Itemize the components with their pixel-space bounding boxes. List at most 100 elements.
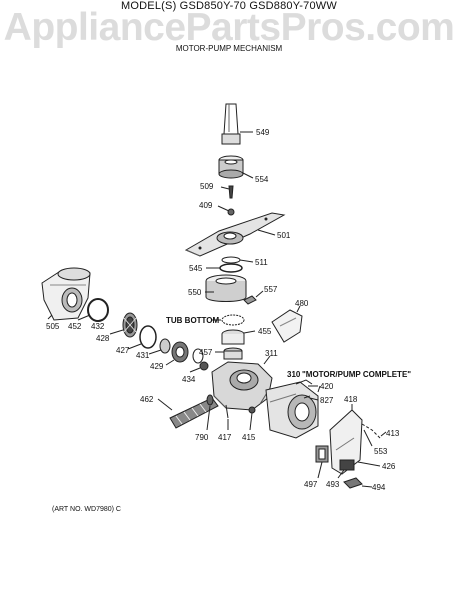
part-554-collar [218, 155, 244, 179]
leader-455 [243, 330, 256, 334]
leader-493 [337, 469, 345, 479]
callout-554: 554 [255, 175, 269, 184]
callout-310: 310 [287, 370, 301, 379]
part-509-pin [228, 185, 234, 199]
callout-480: 480 [295, 299, 309, 308]
leader-480 [296, 305, 301, 313]
leader-409 [217, 205, 230, 212]
leader-553 [363, 429, 373, 447]
part-428-impeller [122, 312, 138, 338]
callout-509: 509 [200, 182, 214, 191]
callout-431: 431 [136, 351, 150, 360]
part-tub-bottom-ring [221, 314, 245, 326]
tub-bottom-label: TUB BOTTOM [166, 316, 220, 325]
part-480-cover [271, 309, 303, 343]
leader-452 [77, 314, 91, 321]
part-409-nut [227, 208, 235, 216]
part-427-seal [139, 325, 157, 349]
callout-417: 417 [218, 433, 232, 442]
part-452-clamp [87, 298, 109, 322]
part-310-pump-body [211, 361, 273, 411]
part-549-upper-tube [221, 103, 241, 145]
part-493-relay [339, 459, 355, 471]
callout-427: 427 [116, 346, 130, 355]
callout-505: 505 [46, 322, 60, 331]
callout-311: 311 [265, 349, 278, 358]
leader-413 [380, 431, 387, 437]
callout-545: 545 [189, 264, 203, 273]
callout-493: 493 [326, 480, 340, 489]
callout-497: 497 [304, 480, 318, 489]
part-827-clip [303, 395, 311, 399]
part-434-seal [192, 348, 209, 371]
leader-311 [263, 355, 271, 365]
callout-452: 452 [68, 322, 82, 331]
part-790-clamp [206, 394, 214, 406]
callout-409: 409 [199, 201, 213, 210]
leader-431 [148, 349, 162, 355]
callout-418: 418 [344, 395, 358, 404]
callout-457: 457 [199, 348, 213, 357]
part-417-screw [225, 404, 229, 419]
callout-432: 432 [91, 322, 105, 331]
callout-549: 549 [256, 128, 270, 137]
leader-428 [109, 329, 124, 335]
leader-505 [47, 314, 53, 320]
diagram-subtitle: MOTOR-PUMP MECHANISM [175, 44, 283, 53]
part-494-block [343, 477, 363, 489]
part-511-ring [221, 256, 241, 264]
leader-434 [189, 367, 201, 373]
part-457-cap [223, 347, 243, 360]
part-557-clip [243, 295, 257, 305]
leader-790 [206, 405, 211, 431]
callout-494: 494 [372, 483, 386, 492]
part-420-wire [295, 379, 313, 385]
callout-553: 553 [374, 447, 388, 456]
leader-497 [317, 461, 323, 479]
part-505-inlet-housing [41, 267, 91, 321]
part-545-gasket [219, 263, 243, 273]
callout-429: 429 [150, 362, 164, 371]
part-429-bearing [171, 341, 189, 363]
callout-462: 462 [140, 395, 154, 404]
part-462-hose [169, 397, 219, 429]
part-455-sleeve [221, 329, 245, 345]
callout-790: 790 [195, 433, 209, 442]
leader-429 [165, 359, 175, 366]
leader-427 [127, 343, 142, 350]
callout-413: 413 [386, 429, 400, 438]
leader-415 [249, 412, 253, 431]
leader-511 [239, 259, 254, 263]
part-550-housing [205, 274, 247, 302]
part-415-grommet [248, 406, 256, 414]
part-431-washer [159, 338, 171, 354]
leader-557 [255, 290, 264, 298]
part-motor [265, 381, 319, 439]
leader-554 [242, 172, 254, 179]
callout-428: 428 [96, 334, 110, 343]
part-413-dashed [361, 423, 381, 439]
leader-310 [317, 385, 321, 393]
watermark-text: AppliancePartsPros.com [3, 6, 455, 49]
callout-420: 420 [320, 382, 334, 391]
model-title: MODEL(S) GSD850Y-70 GSD880Y-70WW [121, 0, 337, 12]
callout-827: 827 [320, 396, 334, 405]
callout-501: 501 [277, 231, 291, 240]
motor-pump-complete-label: "MOTOR/PUMP COMPLETE" [302, 370, 411, 379]
callout-511: 511 [255, 258, 268, 267]
callout-415: 415 [242, 433, 256, 442]
leader-426 [357, 461, 381, 467]
leader-501 [257, 229, 276, 236]
leader-432 [96, 318, 105, 322]
callout-455: 455 [258, 327, 272, 336]
callout-550: 550 [188, 288, 202, 297]
leader-462 [157, 398, 173, 411]
leader-827 [309, 397, 319, 401]
part-497-terminal [315, 445, 329, 463]
art-number: (ART NO. WD7980) C [52, 506, 121, 513]
leader-509 [220, 186, 230, 190]
callout-434: 434 [182, 375, 196, 384]
callout-557: 557 [264, 285, 278, 294]
part-501-spray-arm [184, 212, 286, 257]
